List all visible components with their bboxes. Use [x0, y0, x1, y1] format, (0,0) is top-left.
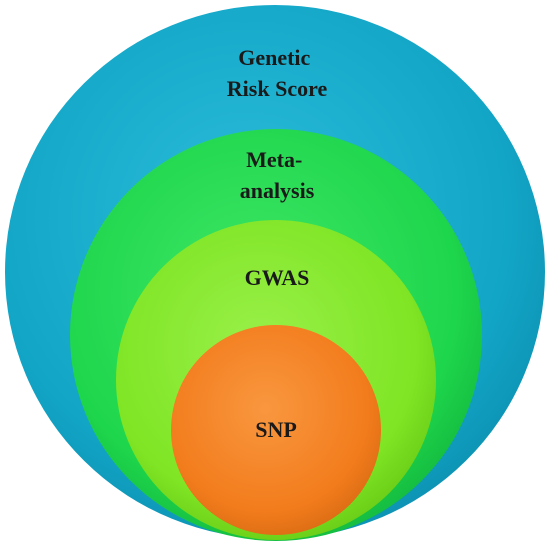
- label-meta-analysis: Meta- analysis: [240, 147, 315, 203]
- label-snp: SNP: [255, 417, 297, 442]
- label-meta-analysis-line1: Meta-: [246, 147, 302, 172]
- label-genetic-risk-score: Genetic Risk Score: [227, 45, 328, 101]
- layer-snp: SNP: [171, 325, 381, 535]
- label-genetic-risk-score-line2: Risk Score: [227, 76, 328, 101]
- label-genetic-risk-score-line1: Genetic: [238, 45, 310, 70]
- label-meta-analysis-line2: analysis: [240, 178, 315, 203]
- label-gwas: GWAS: [245, 265, 310, 290]
- circle-snp: [171, 325, 381, 535]
- label-gwas-line1: GWAS: [245, 265, 310, 290]
- label-snp-line1: SNP: [255, 417, 297, 442]
